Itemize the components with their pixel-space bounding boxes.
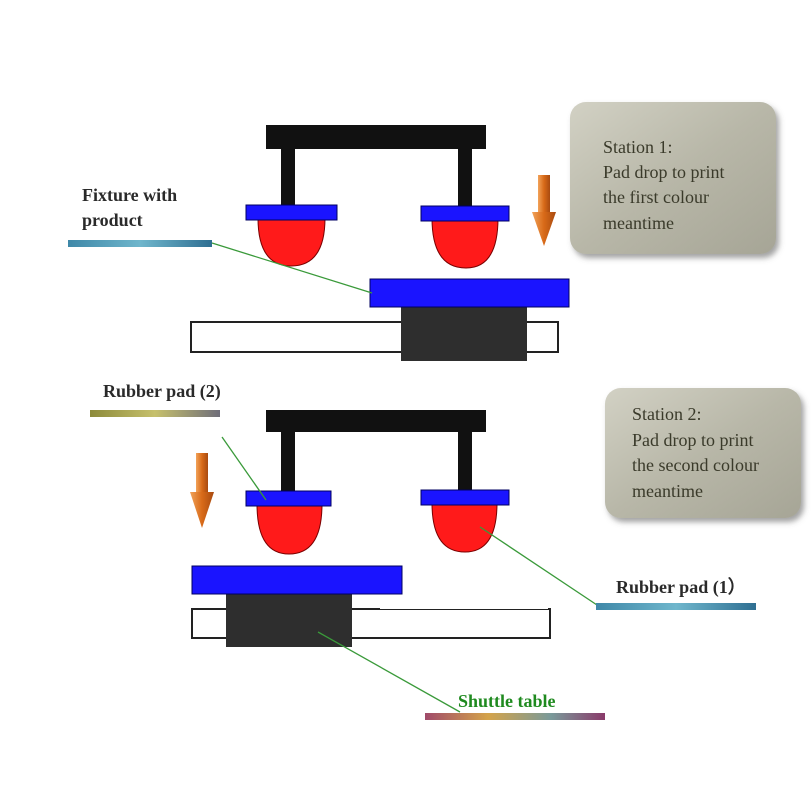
rubber-pad-1-leader	[479, 526, 598, 606]
shuttle-block-top	[401, 306, 527, 361]
shuttle-table-underline	[425, 713, 605, 720]
fixture-leader-line	[211, 242, 373, 294]
rubber-pad-left-bottom	[256, 503, 323, 555]
fixture-plate-bottom	[191, 565, 403, 595]
right-post	[458, 145, 472, 207]
top-frame-bar	[266, 125, 486, 149]
station-2-line1: Station 2:	[632, 404, 702, 424]
fixture-label-underline	[68, 240, 212, 247]
shuttle-table-label: Shuttle table	[458, 691, 556, 711]
station-1-assembly	[190, 125, 570, 361]
rubber-pad-right-bottom	[431, 502, 498, 553]
rubber-pad-left-top	[257, 217, 326, 267]
station-2-line4: meantime	[632, 481, 703, 501]
fixture-plate-top	[369, 278, 570, 308]
station-2-line3: the second colour	[632, 455, 759, 475]
station-1-line1: Station 1:	[603, 137, 673, 157]
pad-plate-left-top	[245, 204, 338, 221]
rubber-pad-right-top	[431, 217, 499, 269]
pad-plate-right-top	[420, 205, 510, 222]
station-2-note	[605, 388, 801, 518]
pad-plate-right-bottom	[420, 489, 510, 506]
station-1-line3: the first colour	[603, 187, 709, 207]
rubber-pad-1-underline	[596, 603, 756, 610]
fixture-label-line1: Fixture with	[82, 185, 177, 205]
shuttle-rail-gap	[380, 606, 548, 609]
fixture-label-line2: product	[82, 210, 143, 230]
rubber-pad-1-label: Rubber pad (1）	[616, 577, 746, 598]
left-post	[281, 145, 295, 207]
shuttle-block-bottom	[226, 592, 352, 647]
station-1-line2: Pad drop to print	[603, 162, 725, 182]
rubber-pad-2-underline	[90, 410, 220, 417]
down-arrow-icon	[532, 175, 556, 246]
station-2-assembly	[190, 410, 551, 647]
station-2-line2: Pad drop to print	[632, 430, 754, 450]
station-1-note	[570, 102, 776, 254]
down-arrow-icon	[190, 453, 214, 528]
right-post-2	[458, 428, 472, 492]
pad-plate-left-bottom	[245, 490, 332, 507]
top-frame-bar-2	[266, 410, 486, 432]
shuttle-table-leader	[317, 631, 461, 713]
left-post-2	[281, 428, 295, 492]
rubber-pad-2-label: Rubber pad (2)	[103, 381, 221, 402]
rubber-pad-2-leader	[221, 436, 267, 501]
station-1-line4: meantime	[603, 213, 674, 233]
